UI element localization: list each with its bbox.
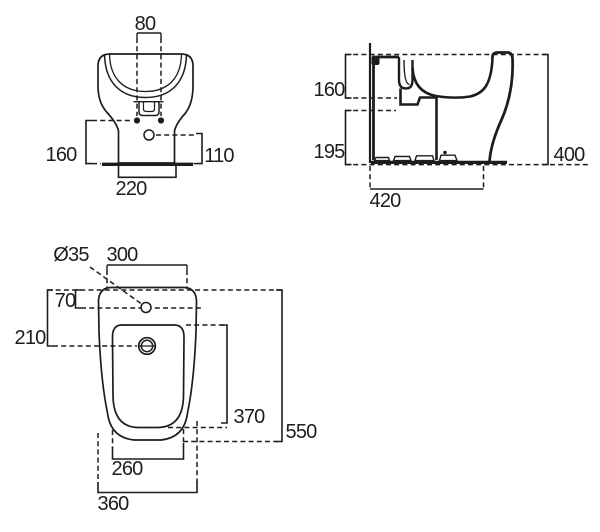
dim-label-overall-depth: 420: [369, 190, 402, 212]
bidet-front-bowl-arc: [103, 53, 188, 99]
diameter-leader: [89, 266, 144, 306]
dim-label-overall-width: 360: [97, 493, 130, 515]
dim-label-underside-height: 195: [313, 141, 346, 163]
dim-label-tap-hole-diameter: Ø35: [53, 244, 89, 266]
dim-label-faucet-offset: 210: [14, 327, 47, 349]
fixing-hole-right: [157, 117, 165, 124]
dim-label-outlet-height: 110: [204, 145, 234, 167]
fixing-hole-left: [133, 117, 141, 124]
side-view-drawing: [344, 43, 590, 191]
dim-label-base-width: 220: [115, 178, 148, 200]
plan-view-drawing: [46, 264, 283, 494]
water-inlet: [371, 56, 380, 65]
outlet-hole: [143, 129, 155, 141]
dim-label-hole-spacing: 80: [134, 13, 156, 35]
dim-label-bowl-width: 260: [111, 458, 144, 480]
front-view-drawing: [85, 32, 203, 179]
dim-label-tap-hole-span: 300: [106, 244, 139, 266]
tap-hole: [140, 301, 152, 314]
dim-label-rear-offset: 70: [54, 290, 76, 312]
bidet-plan-bowl: [111, 324, 185, 429]
dim-label-overall-height: 400: [553, 144, 586, 166]
dim-label-fixing-height: 160: [45, 144, 78, 166]
dim-label-overall-length: 550: [285, 421, 318, 443]
bidet-front-base: [117, 166, 177, 179]
dim-label-bowl-length: 370: [233, 406, 266, 428]
dim-label-rim-to-bowl: 160: [313, 79, 346, 101]
